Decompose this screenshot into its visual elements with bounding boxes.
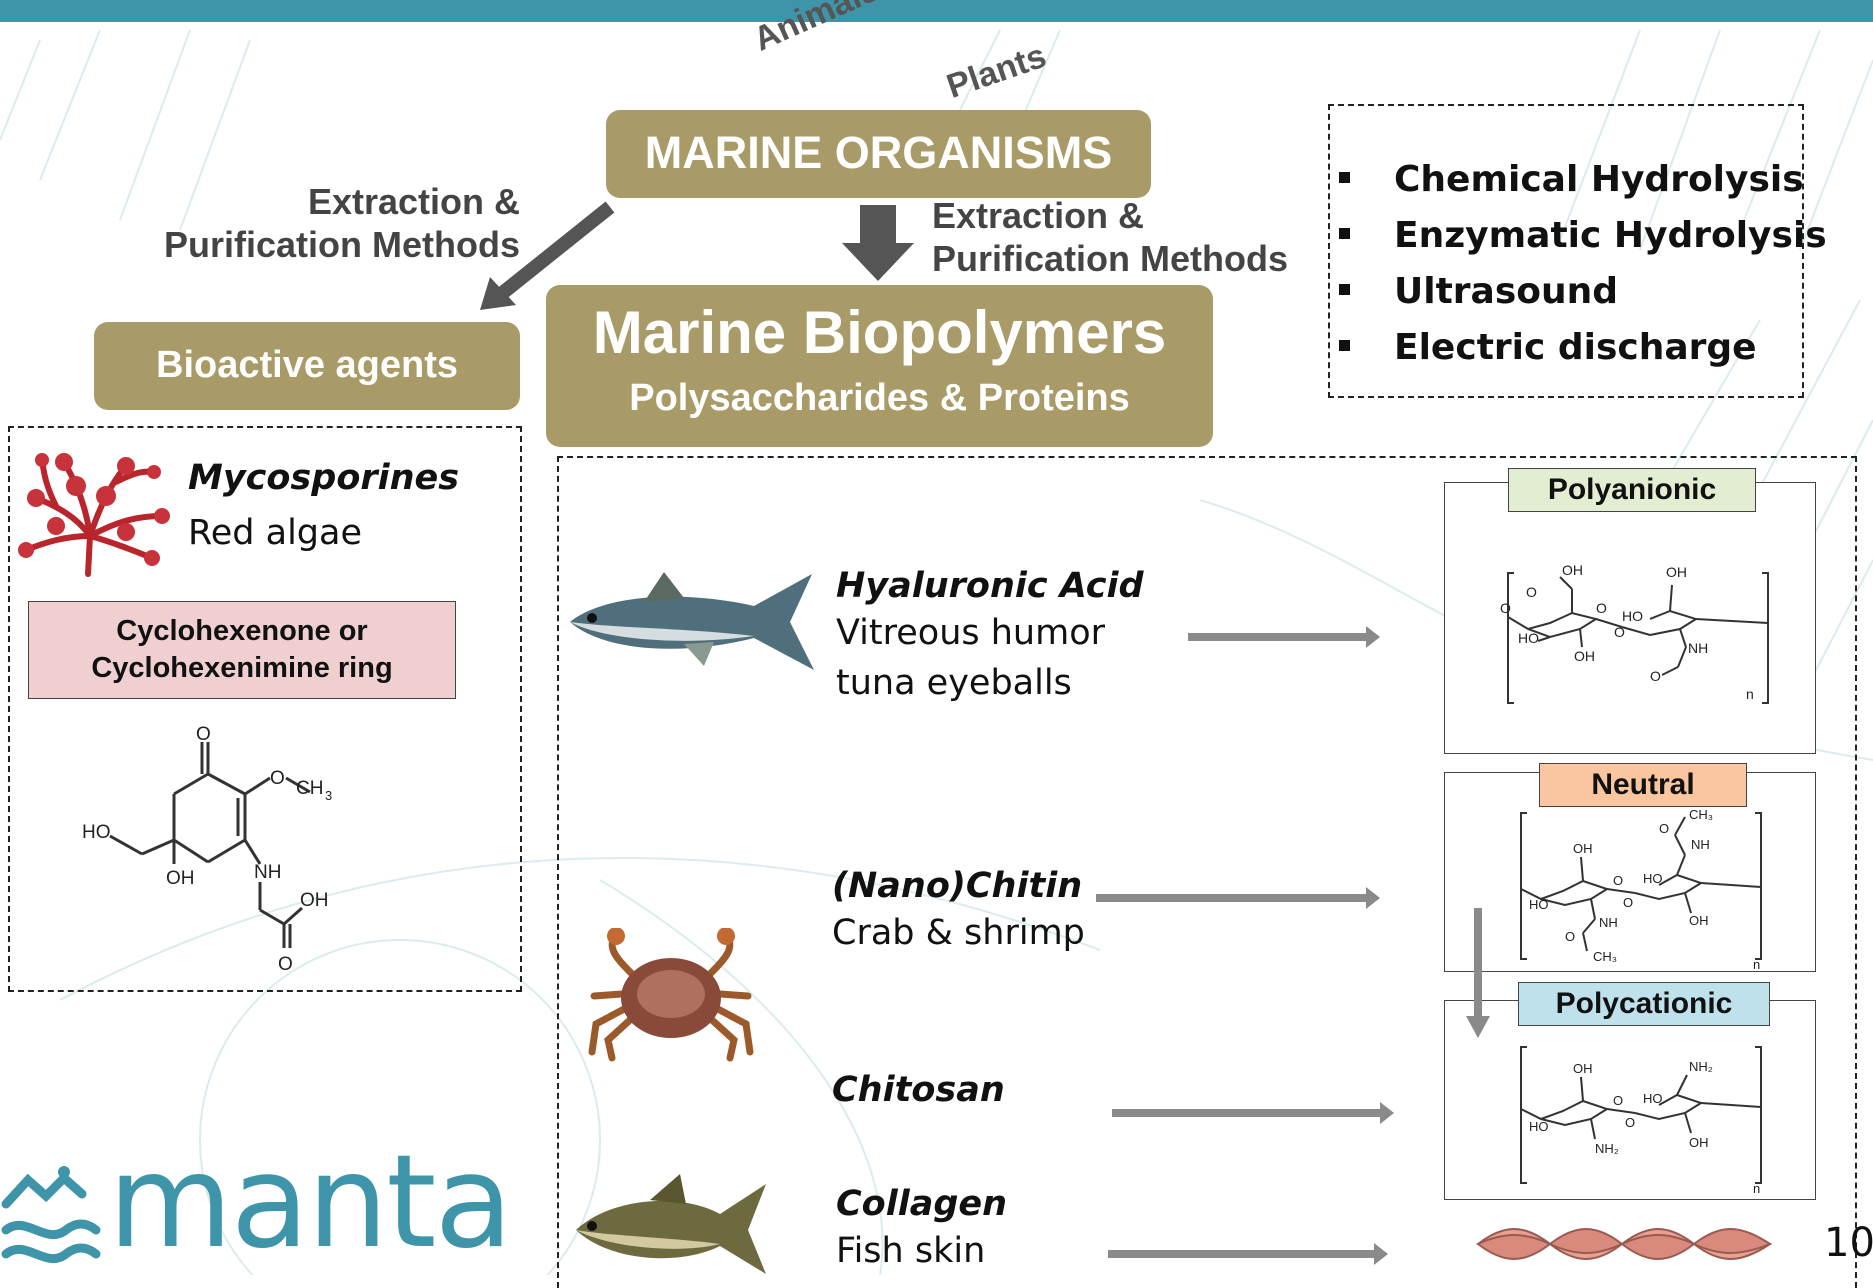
chitin-item: (Nano)Chitin Crab & shrimp xyxy=(832,866,1085,958)
svg-text:n: n xyxy=(1753,1181,1760,1193)
bioactive-agents-box: Bioactive agents xyxy=(94,322,520,410)
svg-text:CH₃: CH₃ xyxy=(1593,949,1617,964)
svg-text:O: O xyxy=(1623,895,1633,910)
extraction-label-left: Extraction & Purification Methods xyxy=(140,180,520,266)
svg-text:OH: OH xyxy=(1573,1061,1593,1076)
chitin-title: (Nano)Chitin xyxy=(832,866,1085,906)
svg-text:OH: OH xyxy=(1689,1135,1709,1150)
method-item: Enzymatic Hydrolysis xyxy=(1339,208,1802,264)
marine-organisms-box: MARINE ORGANISMS xyxy=(606,110,1151,198)
collagen-helix-image xyxy=(1474,1222,1776,1266)
svg-text:HO: HO xyxy=(1529,897,1549,912)
svg-text:HO: HO xyxy=(82,822,111,843)
biopolymers-subtitle: Polysaccharides & Proteins xyxy=(546,373,1213,423)
svg-text:NH: NH xyxy=(254,862,281,883)
neutral-label: Neutral xyxy=(1539,763,1747,807)
hyaluronic-acid-title: Hyaluronic Acid xyxy=(836,566,1144,606)
collagen-item: Collagen Fish skin xyxy=(836,1184,1007,1276)
down-arrow xyxy=(838,205,918,283)
method-item: Ultrasound xyxy=(1339,264,1802,320)
method-item: Chemical Hydrolysis xyxy=(1339,152,1802,208)
svg-text:OH: OH xyxy=(1689,913,1709,928)
svg-text:O: O xyxy=(270,768,285,789)
svg-text:OH: OH xyxy=(300,890,329,911)
collagen-arrow xyxy=(1108,1250,1382,1258)
chitosan-structure: OH HO NH₂ OO HO NH₂ OH n xyxy=(1515,1043,1785,1193)
chitosan-title: Chitosan xyxy=(832,1070,1005,1110)
svg-text:O: O xyxy=(1500,600,1511,616)
svg-text:CH: CH xyxy=(296,778,323,799)
biopolymers-title: Marine Biopolymers xyxy=(546,293,1213,373)
tuna-image xyxy=(564,566,820,676)
svg-text:O: O xyxy=(1650,668,1661,684)
hyaluronic-acid-item: Hyaluronic Acid Vitreous humor tuna eyeb… xyxy=(836,566,1144,708)
collagen-title: Collagen xyxy=(836,1184,1007,1224)
manta-logo: manta xyxy=(0,1150,480,1275)
hyaluronic-arrow xyxy=(1188,633,1374,641)
crab-image xyxy=(586,928,756,1062)
svg-text:NH: NH xyxy=(1599,915,1618,930)
svg-text:HO: HO xyxy=(1622,608,1643,624)
svg-text:O: O xyxy=(1526,584,1537,600)
svg-text:O: O xyxy=(1659,821,1669,836)
method-item: Electric discharge xyxy=(1339,320,1802,376)
svg-text:3: 3 xyxy=(325,788,332,803)
manta-logo-icon xyxy=(0,1164,110,1274)
svg-text:HO: HO xyxy=(1529,1119,1549,1134)
svg-text:NH₂: NH₂ xyxy=(1689,1059,1713,1074)
chitin-arrow xyxy=(1096,894,1374,902)
svg-text:NH: NH xyxy=(1688,640,1708,656)
svg-text:O: O xyxy=(1565,929,1575,944)
svg-text:OH: OH xyxy=(1573,841,1593,856)
chitosan-arrow xyxy=(1112,1109,1388,1117)
svg-text:O: O xyxy=(1613,873,1623,888)
svg-text:NH: NH xyxy=(1691,837,1710,852)
ring-type-box: Cyclohexenone or Cyclohexenimine ring xyxy=(28,601,456,699)
hyaluronic-acid-desc2: tuna eyeballs xyxy=(836,658,1144,708)
red-algae-image xyxy=(16,446,172,578)
chitin-desc: Crab & shrimp xyxy=(832,908,1085,958)
fish-image xyxy=(570,1170,770,1275)
hyaluronic-acid-desc1: Vitreous humor xyxy=(836,608,1144,658)
svg-text:O: O xyxy=(1625,1115,1635,1130)
page-number: 10 xyxy=(1824,1220,1873,1266)
methods-list: Chemical Hydrolysis Enzymatic Hydrolysis… xyxy=(1339,152,1802,376)
deacetylation-arrow xyxy=(1465,908,1491,1042)
svg-text:O: O xyxy=(1613,1093,1623,1108)
collagen-desc: Fish skin xyxy=(836,1226,1007,1276)
svg-text:HO: HO xyxy=(1643,871,1663,886)
extraction-label-center: Extraction & Purification Methods xyxy=(932,194,1288,280)
polyanionic-label: Polyanionic xyxy=(1508,468,1756,512)
red-algae-label: Red algae xyxy=(188,508,362,558)
svg-text:n: n xyxy=(1753,957,1760,969)
mycosporines-label: Mycosporines xyxy=(188,458,459,498)
manta-logo-text: manta xyxy=(108,1138,511,1268)
svg-text:O: O xyxy=(1596,600,1607,616)
svg-text:NH₂: NH₂ xyxy=(1595,1141,1619,1156)
svg-text:n: n xyxy=(1746,686,1754,702)
svg-text:O: O xyxy=(1614,624,1625,640)
svg-text:CH₃: CH₃ xyxy=(1689,809,1713,822)
svg-text:HO: HO xyxy=(1643,1091,1663,1106)
polycationic-label: Polycationic xyxy=(1518,982,1770,1026)
svg-text:OH: OH xyxy=(1666,564,1687,580)
svg-text:OH: OH xyxy=(1574,648,1595,664)
svg-text:O: O xyxy=(196,724,211,745)
svg-text:O: O xyxy=(278,954,293,975)
svg-text:HO: HO xyxy=(1518,630,1539,646)
marine-biopolymers-box: Marine Biopolymers Polysaccharides & Pro… xyxy=(546,285,1213,447)
svg-text:OH: OH xyxy=(1562,563,1583,578)
svg-text:OH: OH xyxy=(166,868,195,889)
methods-box: Chemical Hydrolysis Enzymatic Hydrolysis… xyxy=(1328,104,1804,398)
